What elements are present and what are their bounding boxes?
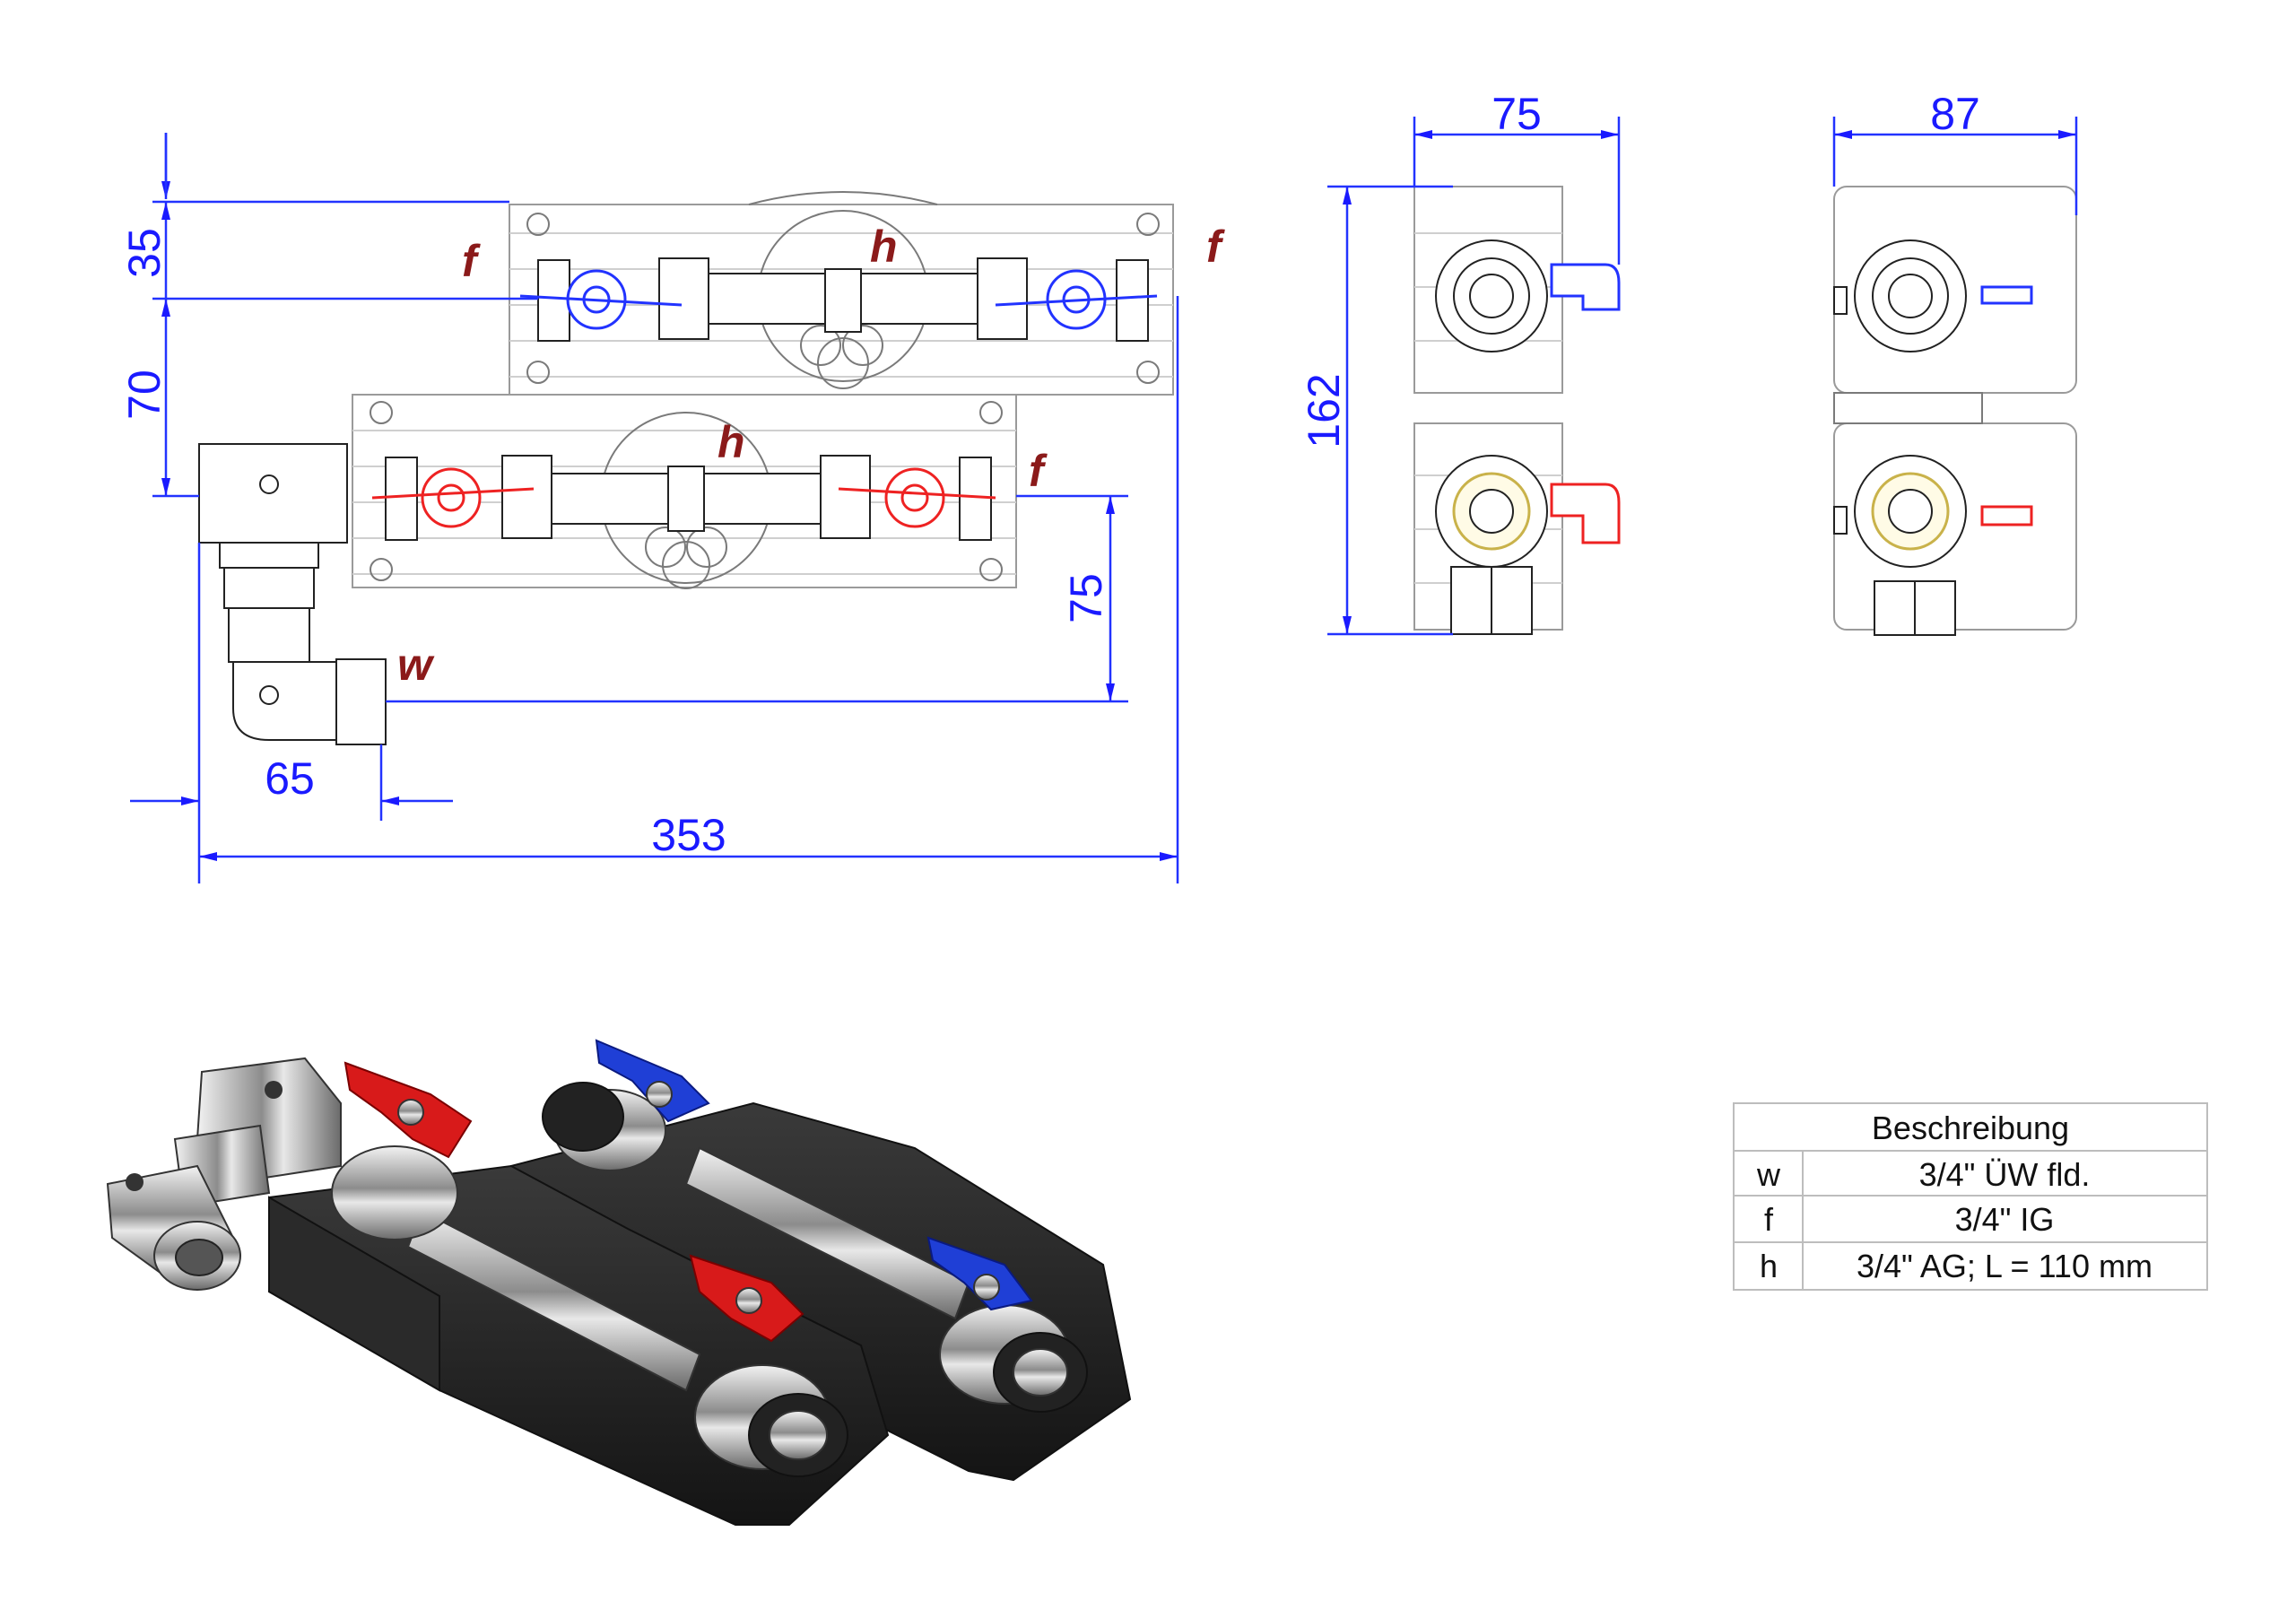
dimension-75-right: 75 bbox=[1061, 573, 1111, 623]
table-row-key: h bbox=[1760, 1248, 1778, 1284]
dimension-162: 162 bbox=[1299, 373, 1349, 448]
table-row-key: w bbox=[1756, 1156, 1781, 1193]
elbow-fitting bbox=[232, 661, 337, 741]
dimension-35: 35 bbox=[119, 228, 170, 278]
end-cold-valve-lever bbox=[1980, 285, 2033, 305]
table-row-value: 3/4" ÜW fld. bbox=[1919, 1156, 2091, 1193]
iso-cold-valve-handle-front bbox=[926, 1236, 1033, 1311]
isometric-render bbox=[106, 1039, 1132, 1526]
dimension-65: 65 bbox=[265, 753, 315, 804]
side-cold-valve-lever bbox=[1550, 263, 1621, 311]
end-view bbox=[1833, 186, 2077, 636]
table-row-key: f bbox=[1764, 1201, 1774, 1238]
table-header: Beschreibung bbox=[1872, 1110, 2069, 1146]
dimension-353: 353 bbox=[651, 810, 726, 860]
side-hot-valve-lever bbox=[1550, 483, 1621, 544]
end-view-dimensions bbox=[1832, 117, 2078, 215]
dimension-75-top: 75 bbox=[1492, 89, 1542, 139]
iso-cold-valve-handle-back bbox=[595, 1039, 710, 1123]
end-hot-valve-lever bbox=[1980, 505, 2033, 527]
label-h-lower: h bbox=[718, 417, 745, 467]
description-table bbox=[1733, 1102, 2208, 1291]
label-f-lower-right: f bbox=[1029, 446, 1048, 496]
dimension-70: 70 bbox=[119, 370, 170, 420]
front-view-dimensions bbox=[130, 133, 1179, 883]
label-f-upper-right: f bbox=[1206, 222, 1225, 272]
side-view-dimensions bbox=[1327, 117, 1621, 636]
label-f-upper-left: f bbox=[462, 236, 481, 286]
label-h-upper: h bbox=[870, 222, 898, 272]
w-connection-nut bbox=[335, 658, 387, 745]
dimension-87: 87 bbox=[1930, 89, 1980, 139]
front-view bbox=[198, 191, 1174, 745]
table-row-value: 3/4" IG bbox=[1955, 1201, 2055, 1238]
table-row-value: 3/4" AG; L = 110 mm bbox=[1857, 1248, 2152, 1284]
label-w: w bbox=[397, 640, 435, 690]
side-view bbox=[1413, 186, 1621, 635]
